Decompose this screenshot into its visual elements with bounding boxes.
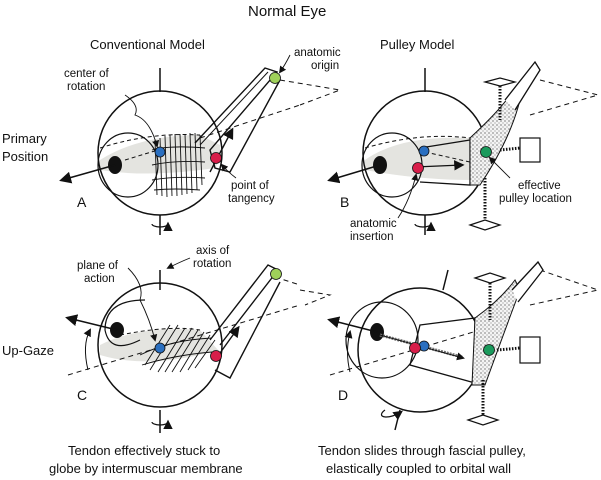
- muscle: [209, 264, 281, 379]
- spring-top: [482, 77, 518, 120]
- panel-label-a: A: [77, 194, 87, 210]
- anatomic-insertion-dot: [412, 162, 424, 174]
- muscle: [504, 60, 541, 111]
- caption-left-line-1: Tendon effectively stuck to: [68, 443, 221, 458]
- label-anatomic-insertion-1: anatomic: [350, 218, 397, 230]
- panel-label-b: B: [340, 194, 350, 210]
- label-effective-pulley-1: effective: [518, 180, 561, 192]
- cornea: [104, 299, 146, 347]
- row-label-primary: Primary: [2, 131, 47, 146]
- spring-right: [499, 137, 541, 163]
- fascial-pulley: [471, 279, 521, 386]
- column-header-conventional: Conventional Model: [90, 37, 205, 52]
- cornea: [345, 301, 419, 379]
- caption-left-line-2: globe by intermuscuar membrane: [49, 461, 243, 476]
- caption-right-line-1: Tendon slides through fascial pulley,: [318, 443, 526, 458]
- label-axis-of-rotation-1: axis of: [196, 245, 230, 257]
- anatomic-insertion-dot: [409, 342, 421, 354]
- spring-top: [473, 272, 507, 320]
- muscle: [511, 260, 544, 303]
- spring-right: [496, 336, 541, 364]
- panel-b: [327, 60, 600, 235]
- label-anatomic-origin-2: origin: [311, 60, 340, 72]
- column-header-pulley: Pulley Model: [380, 37, 455, 52]
- rotation-arrow: [151, 221, 173, 232]
- label-anatomic-origin-1: anatomic: [294, 47, 341, 59]
- panel-label-d: D: [338, 387, 349, 403]
- intermuscular-membrane: [151, 132, 206, 198]
- figure-title: Normal Eye: [248, 3, 327, 20]
- row-label-position: Position: [2, 149, 49, 164]
- label-axis-of-rotation-2: rotation: [193, 258, 232, 270]
- center-of-rotation-dot: [154, 342, 166, 354]
- label-center-of-rotation-2: rotation: [67, 81, 106, 93]
- label-anatomic-insertion-2: insertion: [350, 231, 394, 243]
- row-label-up-gaze: Up-Gaze: [2, 343, 55, 358]
- label-plane-of-action-1: plane of: [77, 260, 118, 272]
- anatomic-origin-dot: [269, 72, 281, 84]
- panel-label-c: C: [77, 387, 88, 403]
- label-effective-pulley-2: pulley location: [499, 193, 572, 205]
- label-center-of-rotation-1: center of: [64, 68, 109, 80]
- label-point-of-tangency-2: tangency: [228, 193, 275, 205]
- pulley-location-dot: [483, 344, 495, 356]
- spring-bottom: [468, 178, 502, 231]
- visual-axis-arrow: [59, 164, 116, 184]
- fascial-pulley: [469, 94, 521, 186]
- pulley-location-dot: [480, 146, 492, 158]
- label-plane-of-action-2: action: [84, 273, 115, 285]
- anatomic-origin-dot: [270, 268, 282, 280]
- panel-c: [65, 257, 301, 433]
- plane-of-action: [365, 137, 472, 180]
- spring-bottom: [466, 380, 500, 426]
- caption-right-line-2: elastically coupled to orbital wall: [326, 461, 511, 476]
- point-of-tangency-dot: [210, 350, 222, 362]
- rotation-arrow: [414, 221, 436, 232]
- center-of-rotation-dot: [154, 146, 166, 158]
- label-point-of-tangency-1: point of: [231, 180, 269, 192]
- panel-a: [59, 54, 342, 235]
- cornea: [97, 132, 159, 198]
- panel-d: [299, 260, 600, 431]
- center-of-rotation-dot: [418, 145, 430, 157]
- point-of-tangency-dot: [210, 152, 222, 164]
